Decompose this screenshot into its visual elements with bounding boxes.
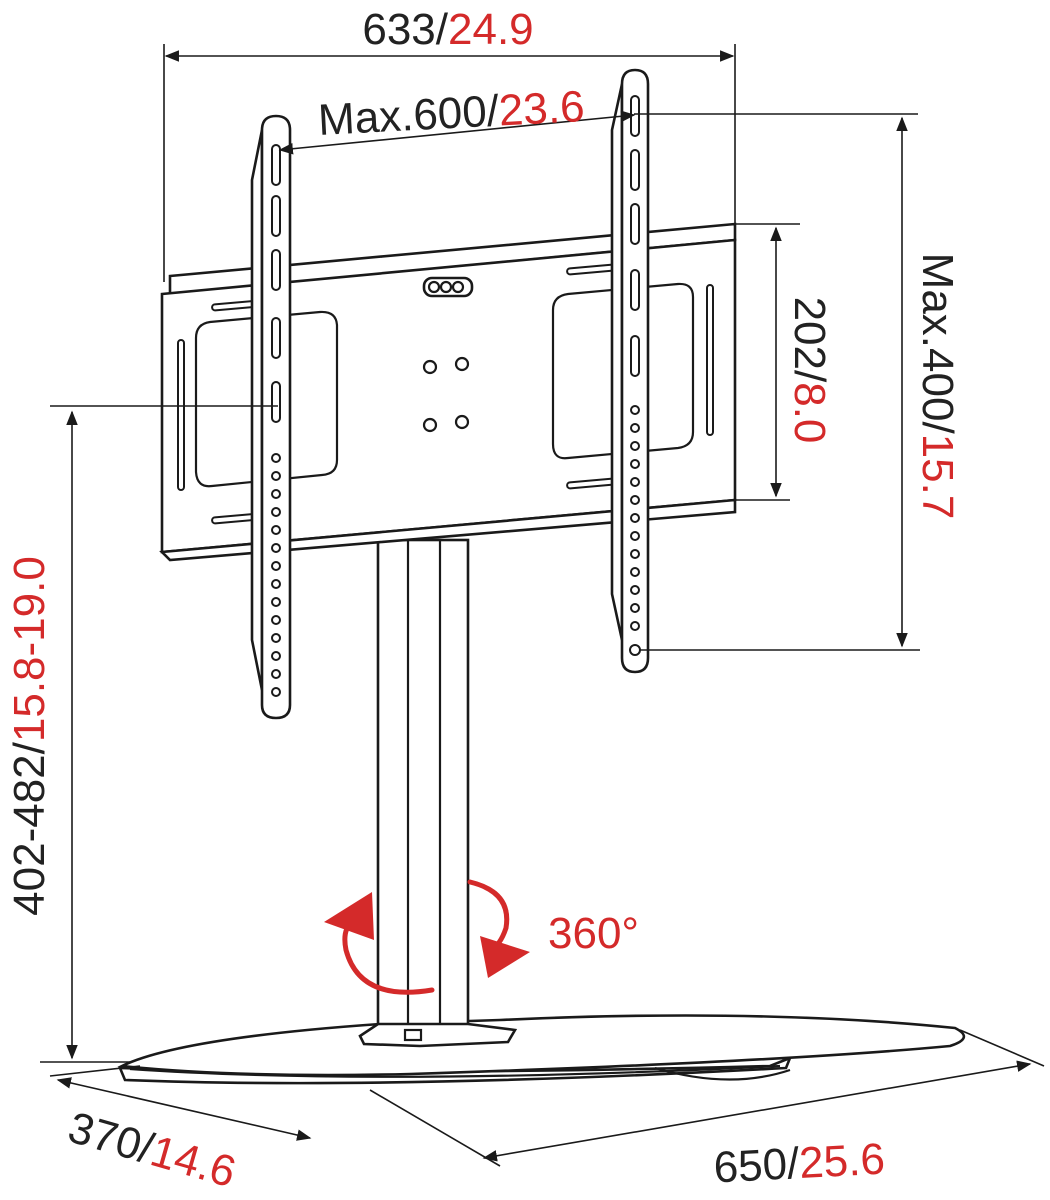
base-plate	[117, 1014, 966, 1085]
support-column	[358, 538, 518, 1048]
max-vertical-label: Max.400/15.7	[913, 253, 962, 520]
overall-width-label: 633/24.9	[362, 5, 533, 54]
max-horizontal-label: Max.600/23.6	[317, 82, 586, 145]
rotation-label: 360°	[548, 909, 639, 958]
right-vertical-arm	[610, 68, 650, 674]
dimension-lines	[40, 44, 1045, 1167]
height-range-label: 402-482/15.8-19.0	[5, 556, 54, 916]
left-vertical-arm	[250, 114, 292, 720]
base-width-label: 650/25.6	[712, 1135, 886, 1193]
mounting-plate	[159, 222, 737, 562]
plate-height-label: 202/8.0	[785, 297, 834, 444]
rotation-arrowhead-right	[480, 936, 530, 978]
rotation-arrowhead-left	[324, 892, 374, 940]
base-depth-label: 370/14.6	[63, 1103, 241, 1197]
